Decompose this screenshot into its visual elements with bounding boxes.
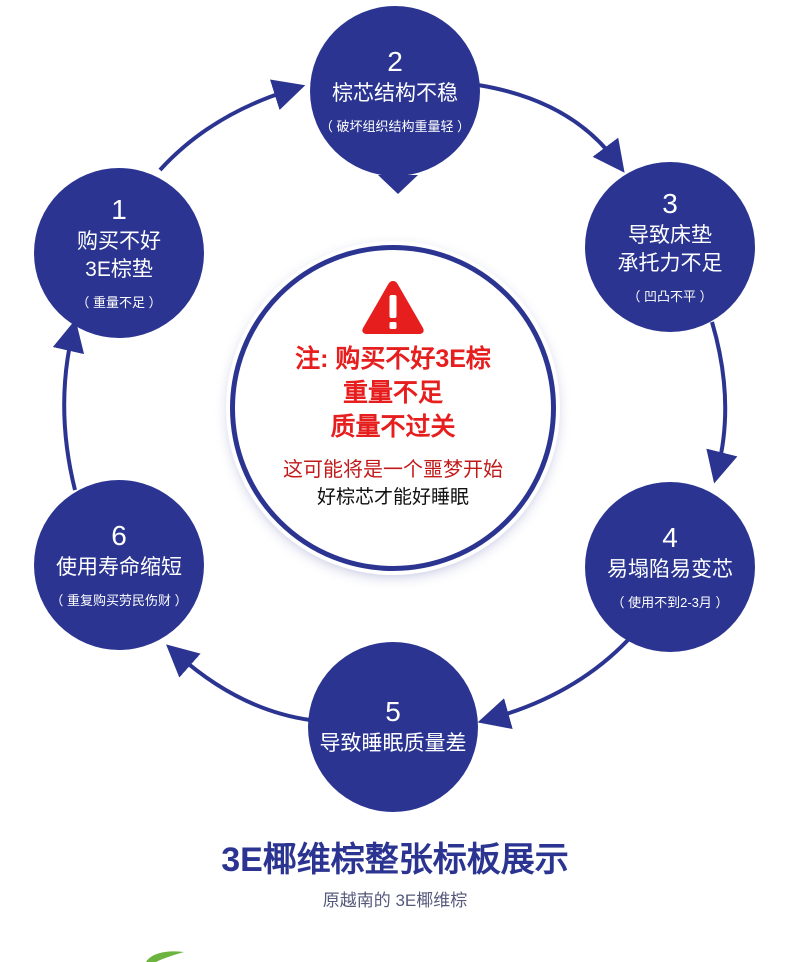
warning-line-2: 重量不足 (342, 379, 443, 407)
step-2-title: 棕芯结构不稳 (332, 82, 458, 105)
step-3-title-line-2: 承托力不足 (617, 252, 723, 275)
step-6-title: 使用寿命缩短 (56, 556, 182, 579)
step-6-circle: 6 使用寿命缩短 （ 重复购买劳民伤财 ） (34, 480, 204, 650)
step-2-number: 2 (387, 46, 403, 77)
step-1-number: 1 (111, 194, 127, 225)
arrow-2-to-3 (477, 83, 625, 173)
step-5-number: 5 (385, 696, 401, 727)
step-4-subtitle: （ 使用不到2-3月 ） (611, 595, 729, 610)
step-3-title-line-1: 导致床垫 (628, 224, 712, 247)
step-1-title-line-2: 3E棕垫 (85, 258, 153, 281)
step-2-circle: 2 棕芯结构不稳 （ 破坏组织结构重量轻 ） (310, 6, 480, 176)
section-subtitle: 原越南的 3E椰维棕 (322, 891, 468, 910)
arrow-4-to-5 (477, 638, 630, 730)
step-5-title: 导致睡眠质量差 (319, 732, 467, 755)
warning-line-1: 注: 购买不好3E棕 (295, 345, 491, 373)
section-title: 3E椰维棕整张标板展示 (221, 841, 569, 879)
step-1-circle: 1 购买不好 3E棕垫 （ 重量不足 ） (34, 168, 204, 338)
step-5-circle: 5 导致睡眠质量差 (308, 642, 478, 812)
step-6-number: 6 (111, 520, 127, 551)
step-3-subtitle: （ 凹凸不平 ） (627, 289, 713, 304)
step-1-title-line-1: 购买不好 (77, 230, 161, 253)
tip-line-2: 好棕芯才能好睡眠 (316, 487, 469, 508)
arrow-3-to-4 (706, 321, 738, 484)
step-3-number: 3 (662, 188, 678, 219)
warning-triangle-icon (362, 281, 424, 334)
step-1-subtitle: （ 重量不足 ） (76, 295, 162, 310)
node-2-pointer (378, 175, 418, 194)
warning-line-3: 质量不过关 (330, 413, 456, 441)
leaf-icon (146, 951, 184, 962)
step-4-number: 4 (662, 522, 678, 553)
center-warning-circle: 注: 购买不好3E棕 重量不足 质量不过关 这可能将是一个噩梦开始 好棕芯才能好… (230, 245, 556, 571)
step-3-circle: 3 导致床垫 承托力不足 （ 凹凸不平 ） (585, 162, 755, 332)
step-6-subtitle: （ 重复购买劳民伤财 ） (50, 593, 188, 608)
arrow-5-to-6 (166, 644, 311, 722)
arrow-6-to-1 (52, 319, 85, 491)
step-4-circle: 4 易塌陷易变芯 （ 使用不到2-3月 ） (585, 482, 755, 652)
step-4-title: 易塌陷易变芯 (607, 558, 733, 581)
step-2-subtitle: （ 破坏组织结构重量轻 ） (319, 119, 471, 134)
arrow-1-to-2 (158, 79, 306, 172)
tip-line-1: 这可能将是一个噩梦开始 (283, 459, 503, 481)
